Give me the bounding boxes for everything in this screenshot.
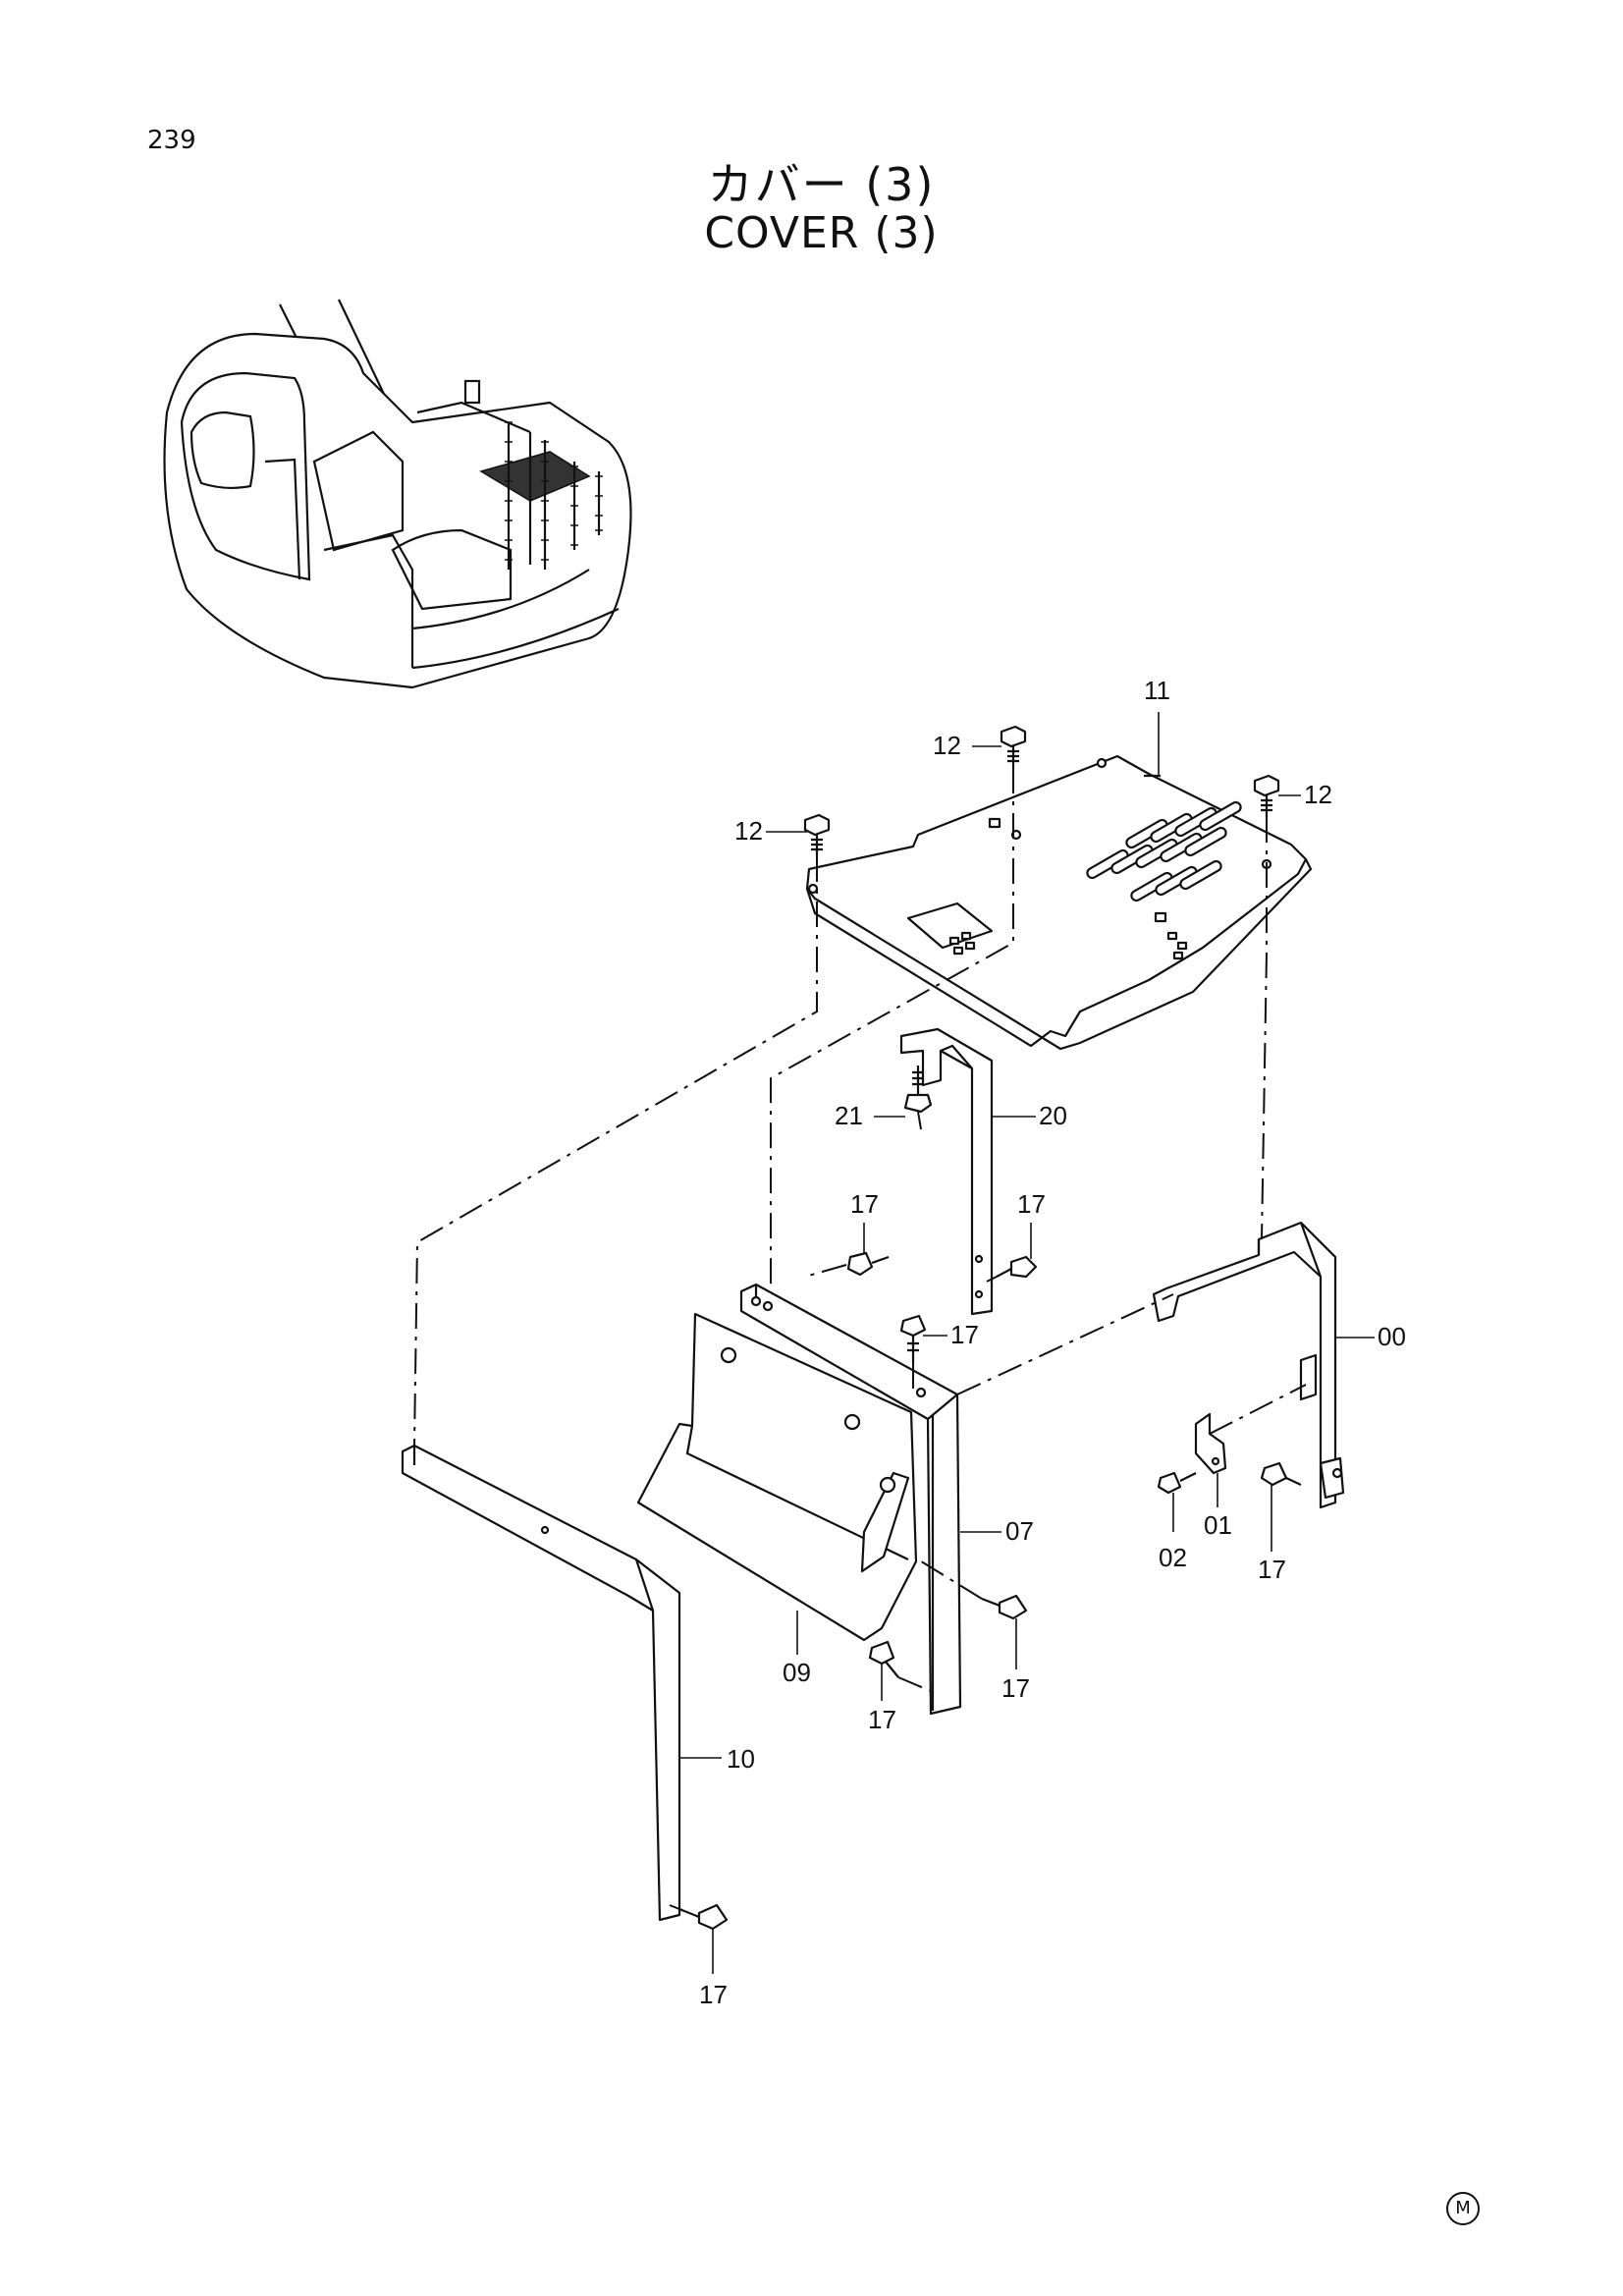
part-11-top-cover-plate [805, 754, 1313, 1051]
part-01-bracket [1194, 1412, 1227, 1475]
callout-17-b: 17 [1017, 1189, 1046, 1219]
bolt-17-a [846, 1251, 890, 1277]
bolt-17-f [868, 1640, 899, 1678]
bolt-12-right [1253, 774, 1280, 817]
callout-00: 00 [1378, 1322, 1406, 1351]
bolt-17-e [981, 1594, 1028, 1620]
bolt-21 [903, 1066, 933, 1114]
page-number: 239 [147, 126, 196, 155]
part-07-corner-frame [739, 1283, 962, 1716]
part-00-right-frame [1152, 1221, 1345, 1509]
callout-02: 02 [1159, 1543, 1187, 1572]
bolt-02 [1157, 1471, 1197, 1495]
machine-overview-illustration [163, 299, 632, 689]
callout-12-right: 12 [1304, 780, 1332, 809]
callout-17-g: 17 [699, 1980, 728, 2009]
callout-17-e: 17 [1001, 1673, 1030, 1703]
callout-12-left: 12 [734, 816, 763, 846]
bolt-12-center [1000, 725, 1027, 768]
callouts: 11 12 12 12 21 20 17 17 17 00 01 02 17 0… [699, 676, 1406, 2009]
bolt-17-d [1260, 1461, 1302, 1487]
callout-21: 21 [835, 1101, 863, 1130]
maker-mark-icon: M [1446, 2192, 1480, 2225]
callout-20: 20 [1039, 1101, 1067, 1130]
part-09-panel [636, 1312, 918, 1642]
callout-17-f: 17 [868, 1705, 896, 1734]
bolt-17-c [899, 1314, 927, 1363]
callout-01: 01 [1204, 1510, 1232, 1540]
bolt-17-b [996, 1255, 1038, 1279]
page-title-japanese: カバー (3) [707, 158, 936, 211]
callout-17-a: 17 [850, 1189, 879, 1219]
callout-12-center: 12 [933, 731, 961, 760]
part-20-bracket [899, 1027, 994, 1316]
assembly-lines [413, 768, 1307, 1910]
callout-11: 11 [1144, 676, 1170, 705]
callout-17-c: 17 [950, 1320, 979, 1349]
bolt-17-g [678, 1903, 729, 1931]
callout-09: 09 [783, 1658, 811, 1687]
page-title-english: COVER (3) [704, 208, 939, 258]
bolt-12-left [803, 813, 831, 856]
callout-10: 10 [727, 1744, 755, 1774]
callout-07: 07 [1005, 1516, 1034, 1546]
leader-lines [679, 712, 1375, 1974]
part-10-left-frame [401, 1444, 681, 1922]
callout-17-d: 17 [1258, 1555, 1286, 1584]
